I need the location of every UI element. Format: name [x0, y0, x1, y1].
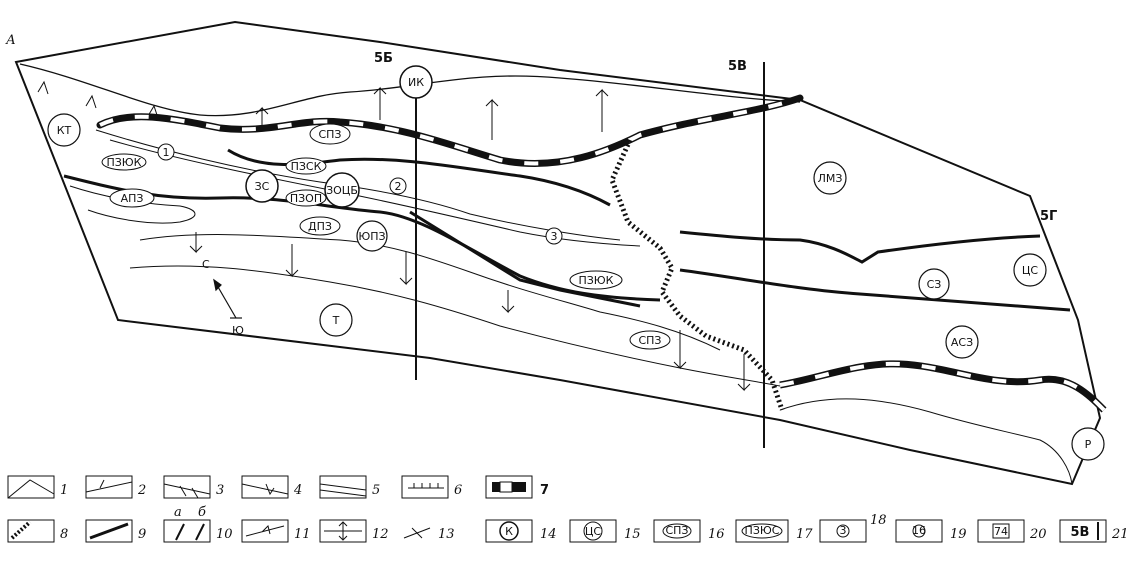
svg-text:ЦС: ЦС	[1022, 264, 1039, 277]
svg-text:КТ: КТ	[57, 124, 72, 137]
svg-text:АСЗ: АСЗ	[951, 336, 973, 349]
svg-text:6: 6	[454, 483, 462, 498]
zone-apz: АПЗ	[109, 188, 155, 208]
svg-text:АПЗ: АПЗ	[121, 192, 144, 205]
fault-2-marker: 2	[389, 177, 407, 195]
svg-text:б: б	[198, 505, 206, 520]
zone-r-marker: Р	[1071, 427, 1105, 461]
svg-text:3: 3	[840, 524, 847, 537]
svg-text:СПЗ: СПЗ	[665, 524, 688, 537]
thin-boundaries	[69, 129, 1073, 485]
zone-kt-marker: КТ	[47, 113, 81, 147]
svg-text:СПЗ: СПЗ	[318, 128, 341, 141]
profile-5b-label: 5Б	[374, 51, 393, 66]
zone-ik-marker: ИК	[399, 65, 433, 99]
vergence-arrows	[189, 86, 751, 392]
svg-text:ПЗЮК: ПЗЮК	[106, 156, 141, 169]
svg-text:4: 4	[293, 483, 302, 498]
svg-text:21: 21	[1111, 527, 1129, 542]
svg-text:ПЗЮК: ПЗЮК	[578, 274, 613, 287]
hatched-boundary	[609, 138, 785, 411]
zone-zs-marker: ЗС	[245, 169, 279, 203]
svg-text:ЦС: ЦС	[585, 525, 602, 538]
suture-band-top-white	[96, 94, 804, 167]
svg-text:ЛМЗ: ЛМЗ	[818, 172, 843, 185]
zone-zocb-marker: ЗОЦБ	[324, 172, 360, 208]
svg-text:3: 3	[551, 230, 558, 243]
circle-labels: ИК КТ ЗС ЗОЦБ ЮПЗ Т ЛМЗ СЗ ЦС АСЗ Р 1 2 …	[47, 65, 1105, 461]
svg-text:14: 14	[540, 527, 557, 542]
compass-south: Ю	[232, 324, 244, 337]
zone-lmz-marker: ЛМЗ	[813, 161, 847, 195]
svg-text:1: 1	[60, 483, 68, 498]
svg-text:К: К	[505, 525, 513, 538]
svg-text:ПЗСК: ПЗСК	[291, 160, 322, 173]
svg-text:СПЗ: СПЗ	[638, 334, 661, 347]
zone-dpz: ДПЗ	[299, 216, 341, 236]
zone-pzop: ПЗОП	[285, 189, 327, 207]
svg-text:8: 8	[60, 527, 68, 542]
legend: 1 2 3 4 5 6 7 8	[7, 475, 1129, 543]
suture-band-top-dash	[99, 96, 801, 166]
zone-t-marker: Т	[319, 303, 353, 337]
svg-text:12: 12	[372, 527, 389, 542]
svg-text:ЗС: ЗС	[255, 180, 270, 193]
svg-text:11: 11	[294, 527, 311, 542]
legend-row-2: 8 9 а б 10 11 12 13 К 14 ЦС 15	[7, 505, 1129, 543]
major-faults	[63, 148, 1071, 312]
svg-text:16: 16	[912, 524, 926, 537]
svg-text:17: 17	[796, 527, 813, 542]
zone-spz-top: СПЗ	[309, 123, 351, 145]
legend-row-1: 1 2 3 4 5 6 7	[7, 475, 549, 499]
svg-text:15: 15	[624, 527, 641, 542]
zone-pzyuk-1: ПЗЮК	[101, 153, 147, 171]
fault-3-marker: 3	[545, 227, 563, 245]
svg-text:1: 1	[163, 146, 170, 159]
compass-north: С	[202, 258, 210, 271]
figure-letter: А	[5, 33, 16, 48]
northern-boundary	[19, 63, 801, 117]
zone-pzyuk-2: ПЗЮК	[569, 270, 623, 290]
zone-sz-marker: СЗ	[918, 268, 950, 300]
svg-text:13: 13	[438, 527, 455, 542]
map-outline	[14, 20, 1102, 486]
oval-labels: СПЗ ПЗЮК ПЗСК АПЗ ПЗОП ДПЗ ПЗЮК СПЗ	[101, 123, 671, 350]
svg-text:2: 2	[395, 180, 402, 193]
svg-text:Т: Т	[332, 314, 340, 327]
zone-cs-marker: ЦС	[1013, 253, 1047, 287]
svg-text:16: 16	[708, 527, 725, 542]
zone-spz-bottom: СПЗ	[629, 330, 671, 350]
svg-text:ЮПЗ: ЮПЗ	[358, 230, 385, 243]
svg-text:5: 5	[372, 483, 380, 498]
profile-5v-label: 5В	[728, 59, 747, 74]
svg-text:СЗ: СЗ	[927, 278, 942, 291]
svg-text:20: 20	[1029, 527, 1047, 542]
svg-text:2: 2	[137, 483, 146, 498]
suture-band-bottom-white	[779, 360, 1107, 413]
zone-asz-marker: АСЗ	[945, 325, 979, 359]
zone-yupz-marker: ЮПЗ	[356, 220, 388, 252]
svg-text:ДПЗ: ДПЗ	[308, 220, 332, 233]
fault-1-marker: 1	[157, 143, 175, 161]
svg-text:ЗОЦБ: ЗОЦБ	[326, 184, 358, 197]
svg-text:а: а	[174, 505, 182, 520]
svg-text:19: 19	[950, 527, 967, 542]
suture-band-bottom-dash	[779, 361, 1106, 412]
svg-text:7: 7	[540, 483, 549, 498]
zone-pzsk: ПЗСК	[285, 157, 327, 175]
svg-text:3: 3	[216, 483, 224, 498]
svg-text:9: 9	[138, 527, 146, 542]
svg-text:ПЗЮС: ПЗЮС	[745, 524, 780, 537]
svg-text:ИК: ИК	[408, 76, 424, 89]
profile-lines	[415, 62, 765, 448]
svg-text:Р: Р	[1085, 438, 1092, 451]
svg-text:5В: 5В	[1071, 525, 1090, 540]
svg-text:18: 18	[870, 513, 887, 528]
svg-text:ПЗОП: ПЗОП	[290, 192, 322, 205]
svg-text:10: 10	[216, 527, 233, 542]
north-arrow	[213, 278, 242, 319]
svg-text:74: 74	[994, 525, 1008, 538]
profile-5g-label: 5Г	[1040, 209, 1057, 224]
